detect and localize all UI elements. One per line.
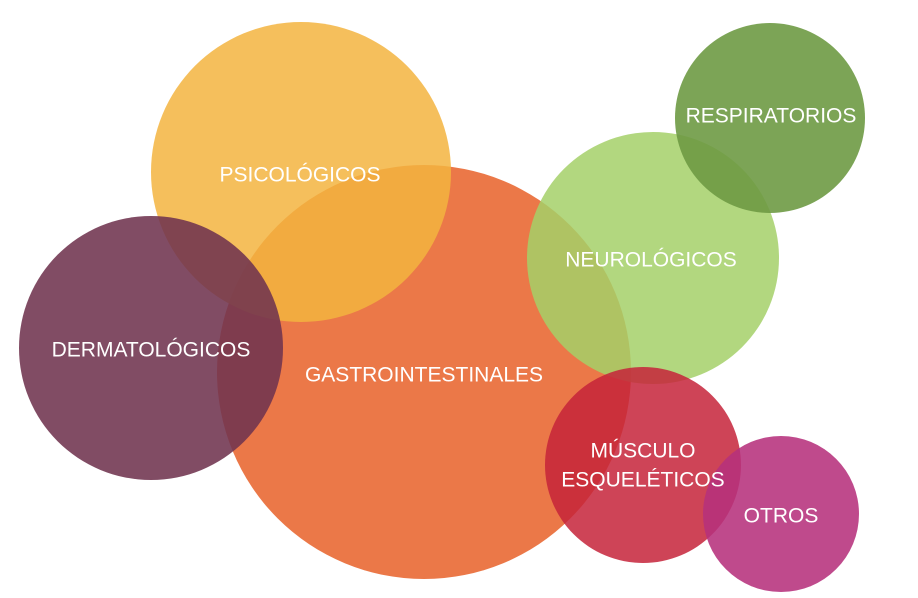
bubbles-layer (19, 22, 865, 592)
bubble-respiratorios (675, 23, 865, 213)
bubble-label-musculo-esqueleticos-line-2: ESQUELÉTICOS (561, 469, 724, 492)
bubble-label-respiratorios: RESPIRATORIOS (686, 105, 857, 128)
bubble-label-otros: OTROS (744, 505, 819, 528)
bubble-otros (703, 436, 859, 592)
bubble-label-musculo-esqueleticos-line-1: MÚSCULO (590, 440, 695, 463)
bubble-label-gastrointestinales: GASTROINTESTINALES (305, 364, 543, 387)
bubble-musculo-esqueleticos (545, 367, 741, 563)
bubble-label-dermatologicos: DERMATOLÓGICOS (52, 339, 251, 362)
bubble-label-neurologicos: NEUROLÓGICOS (565, 249, 737, 272)
bubble-label-psicologicos: PSICOLÓGICOS (219, 164, 380, 187)
labels-layer: GASTROINTESTINALES PSICOLÓGICOS DERMATOLÓG… (52, 105, 857, 528)
bubble-dermatologicos (19, 216, 283, 480)
